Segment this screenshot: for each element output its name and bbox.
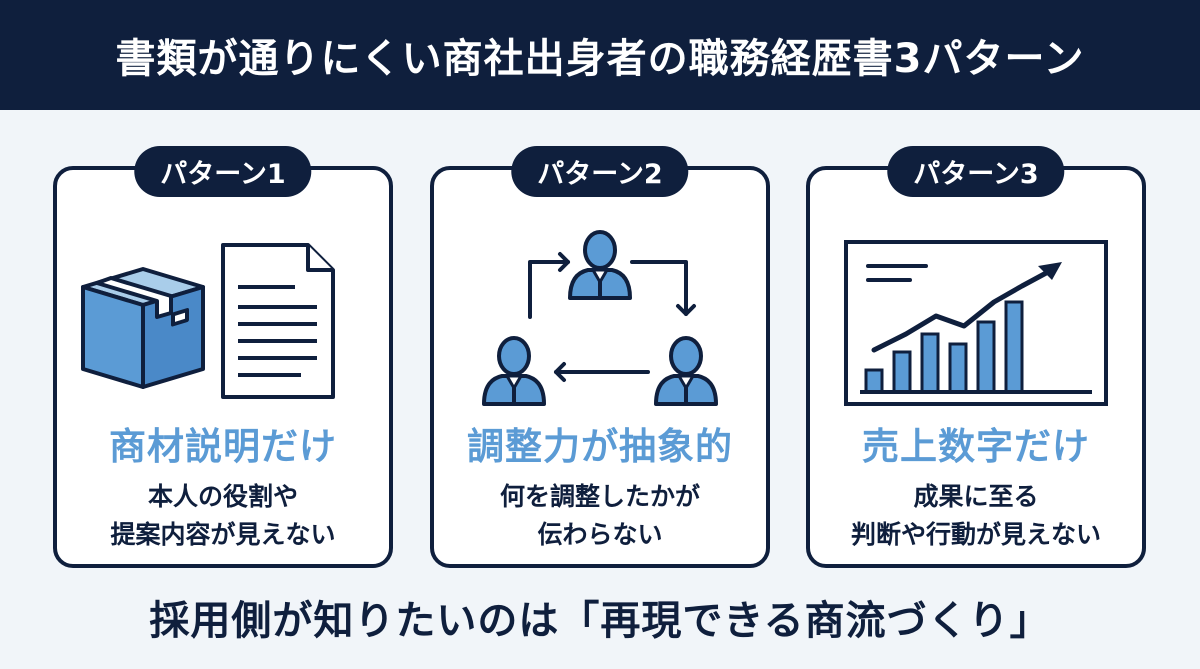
pattern-title-2: 調整力が抽象的 [467, 425, 733, 468]
person-left-icon [482, 336, 546, 406]
bar-chart-icon [844, 240, 1108, 406]
pattern-title-1: 商材説明だけ [109, 425, 337, 468]
pattern-badge-2: パターン2 [511, 146, 689, 197]
pattern-2-illustration [434, 222, 766, 422]
pattern-card-3: パターン3 売上数字だけ 成果に至る 判断や行動が見えない [806, 146, 1146, 568]
pattern-card-1: パターン1 商材説明だけ 本人の [53, 146, 393, 568]
pattern-desc-3-line-2: 判断や行動が見えない [850, 520, 1101, 549]
cycle-arrows-icon [528, 252, 696, 382]
pattern-desc-1: 本人の役割や 提案内容が見えない [57, 478, 389, 554]
header-bar: 書類が通りにくい商社出身者の職務経歴書3パターン [0, 0, 1200, 110]
pattern-desc-1-line-1: 本人の役割や [147, 482, 298, 511]
pattern-3-illustration [810, 222, 1142, 422]
box-and-document-icon [81, 243, 335, 399]
person-right-icon [654, 336, 718, 406]
page-title: 書類が通りにくい商社出身者の職務経歴書3パターン [115, 36, 1085, 82]
pattern-badge-3: パターン3 [887, 146, 1065, 197]
box-icon [81, 267, 205, 389]
pattern-desc-2: 何を調整したかが 伝わらない [434, 478, 766, 554]
document-icon [221, 243, 335, 399]
pattern-badge-1: パターン1 [134, 146, 312, 197]
pattern-desc-3-line-1: 成果に至る [913, 482, 1039, 511]
pattern-desc-2-line-2: 伝わらない [537, 520, 663, 549]
footer-message: 採用側が知りたいのは「再現できる商流づくり」 [149, 598, 1051, 644]
pattern-desc-3: 成果に至る 判断や行動が見えない [810, 478, 1142, 554]
people-cycle-icon [482, 230, 718, 406]
person-top-icon [568, 230, 632, 300]
pattern-desc-1-line-2: 提案内容が見えない [110, 520, 336, 549]
pattern-card-2: パターン2 調整力が抽象的 [430, 146, 770, 568]
pattern-1-illustration [57, 222, 389, 422]
pattern-desc-2-line-1: 何を調整したかが [499, 482, 700, 511]
pattern-title-3: 売上数字だけ [862, 425, 1090, 468]
